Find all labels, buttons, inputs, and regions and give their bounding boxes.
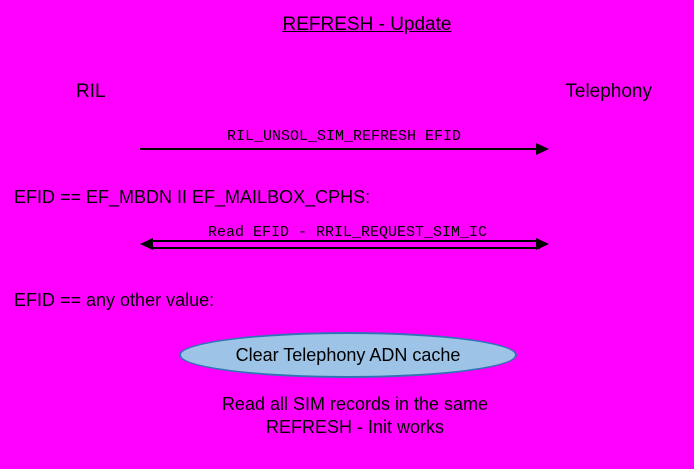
footer-note: Read all SIM records in the same REFRESH…: [16, 393, 694, 439]
arrowhead-right-icon: [536, 143, 549, 155]
actor-ril-label: RIL: [76, 81, 106, 102]
arrowhead-left-icon: [140, 238, 153, 250]
message-2-line-bottom: [152, 247, 540, 249]
arrowhead-right-icon: [536, 238, 549, 250]
condition-mbdn-mailbox-label: EFID == EF_MBDN II EF_MAILBOX_CPHS:: [14, 187, 371, 207]
actor-telephony-label: Telephony: [565, 81, 652, 102]
message-1-line: [140, 148, 540, 150]
message-1-label: RIL_UNSOL_SIM_REFRESH EFID: [226, 128, 462, 145]
diagram-title: REFRESH - Update: [282, 14, 452, 35]
message-2-label: Read EFID - RRIL_REQUEST_SIM_IC: [207, 224, 488, 241]
message-2-line-top: [152, 240, 540, 242]
action-ellipse-label: Clear Telephony ADN cache: [235, 344, 461, 365]
condition-any-other-value-label: EFID == any other value:: [14, 290, 215, 310]
action-ellipse: Clear Telephony ADN cache: [179, 332, 517, 378]
footer-note-line-2: REFRESH - Init works: [265, 417, 445, 437]
footer-note-line-1: Read all SIM records in the same: [221, 394, 489, 414]
